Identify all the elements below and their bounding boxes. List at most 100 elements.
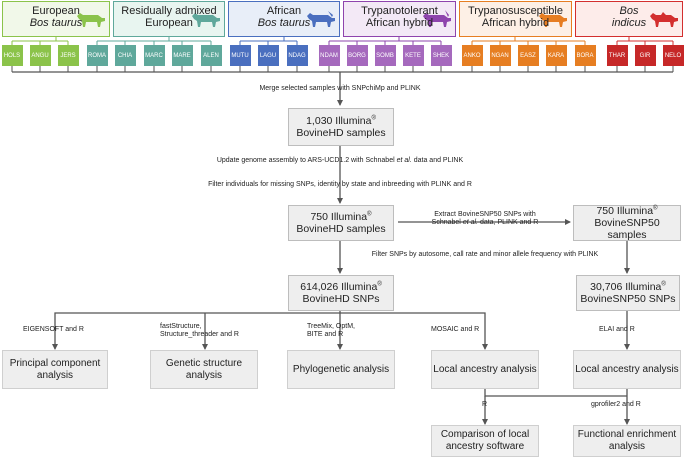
step-filter-individuals: Filter individuals for missing SNPs, ide… [208, 181, 472, 188]
box-line1: Phylogenetic analysis [292, 363, 390, 375]
box-line1: 30,706 Illumina® [590, 281, 666, 293]
box-principal-component-analysis: Principal component analysis [2, 350, 108, 389]
group-label-line2: African hybrid [365, 17, 434, 29]
box-line1-text: 750 Illumina [596, 205, 654, 217]
box-line1: Principal component [9, 357, 101, 369]
box-line2: BovineSNP50 samples [594, 217, 660, 241]
cow-icon [423, 10, 451, 27]
cow-shape [423, 13, 451, 27]
breed-anko: ANKO [461, 45, 483, 66]
step-extract-snp50: Extract BovineSNP50 SNPs with Schnabel e… [410, 211, 560, 227]
breed-angu: ANGU [29, 45, 51, 66]
breed-ngan: NGAN [489, 45, 511, 66]
registered-mark: ® [367, 211, 372, 218]
group-bos-indicus: Bos indicus [575, 1, 683, 37]
cow-shape [77, 13, 105, 27]
step-extract-text-a: Schnabel [431, 219, 463, 226]
registered-mark: ® [377, 281, 382, 288]
box-line1: Local ancestry analysis [575, 363, 679, 375]
box-line1: 750 Illumina® [596, 205, 657, 217]
box-line1: Functional enrichment [577, 429, 677, 440]
tool-elai: ELAI and R [599, 326, 635, 333]
cow-shape [192, 13, 220, 27]
tool-mosaic: MOSAIC and R [431, 326, 480, 333]
step-filter-snps: Filter SNPs by autosome, call rate and m… [371, 251, 599, 258]
box-line1-text: 614,026 Illumina [300, 281, 378, 293]
group-label-line1: Trypanotolerant [361, 5, 438, 17]
breed-easz: EASZ [517, 45, 539, 66]
breed-shek: SHEK [430, 45, 452, 66]
step-update-text-italic: et al. [396, 157, 412, 164]
group-residually-admixed-european: Residually admixed European [113, 1, 225, 37]
box-line2: BovineHD samples [296, 127, 386, 139]
box-local-ancestry-analysis-hd: Local ancestry analysis [431, 350, 539, 389]
box-phylogenetic-analysis: Phylogenetic analysis [287, 350, 395, 389]
breed-thar: THAR [606, 45, 628, 66]
registered-mark: ® [653, 205, 658, 212]
group-label-line1: Trypanosusceptible [468, 5, 563, 17]
breed-chia: CHIA [114, 45, 136, 66]
box-line2: ancestry software [445, 441, 525, 452]
step-update-text-b: data and PLINK [411, 157, 464, 164]
group-label-line2: African hybrid [481, 17, 550, 29]
group-trypanotolerant-african-hybrid: Trypanotolerant African hybrid [343, 1, 456, 37]
box-line2: BovineSNP50 SNPs [580, 293, 676, 305]
group-label-line2: Bos taurus [257, 17, 311, 29]
group-label-line2: indicus [611, 17, 647, 29]
group-trypanosusceptible-african-hybrid: Trypanosusceptible African hybrid [459, 1, 572, 37]
tool-gprofiler: gprofiler2 and R [591, 401, 641, 408]
box-line2: analysis [185, 369, 223, 381]
box-local-ancestry-analysis-snp50: Local ancestry analysis [573, 350, 681, 389]
breed-ndag: NDAG [286, 45, 308, 66]
box-line2: analysis [36, 369, 74, 381]
registered-mark: ® [661, 281, 666, 288]
tool-treemix-line2: BITE and R [307, 331, 344, 338]
box-line1-text: 30,706 Illumina [590, 281, 662, 293]
step-update-text-a: Update genome assembly to ARS-UCD1.2 wit… [216, 157, 397, 164]
tool-faststructure: fastStructure, Structure_threader and R [160, 323, 239, 339]
group-label-line1: Bos [619, 5, 639, 17]
box-line1-text: 750 Illumina [310, 211, 368, 223]
box-line1: 750 Illumina® [310, 211, 371, 223]
group-european-bos-taurus: European Bos taurus [2, 1, 110, 37]
breed-gir: GIR [634, 45, 656, 66]
step-extract-line2: Schnabel et al. data, PLINK and R [410, 219, 560, 227]
step-merge: Merge selected samples with SNPchiMp and… [259, 85, 421, 92]
box-line1: 1,030 Illumina® [306, 115, 376, 127]
box-functional-enrichment-analysis: Functional enrichment analysis [573, 425, 681, 457]
breed-borg: BORG [346, 45, 368, 66]
horn-shape [328, 11, 333, 17]
cow-icon [77, 13, 105, 27]
breed-alen: ALEN [200, 45, 222, 66]
box-30706-bovinesnp50-snps: 30,706 Illumina® BovineSNP50 SNPs [576, 275, 680, 311]
box-line1: Comparison of local [440, 429, 530, 440]
cow-icon [192, 13, 220, 27]
tool-treemix: TreeMix, OptM, BITE and R [307, 323, 355, 339]
breed-bora: BORA [574, 45, 596, 66]
breed-ndam: NDAM [318, 45, 340, 66]
tool-r: R [482, 401, 488, 408]
breed-jers: JERS [57, 45, 79, 66]
breed-kara: KARA [545, 45, 567, 66]
flow-arrows [52, 82, 630, 425]
group-connectors [11, 37, 674, 82]
cow-icon [307, 11, 335, 27]
cow-shape [650, 12, 678, 27]
box-750-bovinesnp50-samples: 750 Illumina® BovineSNP50 samples [573, 205, 681, 241]
box-1030-bovinehd-samples: 1,030 Illumina® BovineHD samples [288, 108, 394, 146]
box-line1-text: 1,030 Illumina [306, 115, 372, 127]
breed-kete: KETE [402, 45, 424, 66]
step-extract-line1: Extract BovineSNP50 SNPs with [434, 211, 536, 218]
box-comparison-local-ancestry-software: Comparison of local ancestry software [431, 425, 539, 457]
group-label-line1: European [32, 5, 80, 17]
cow-shape [539, 13, 567, 27]
tool-faststructure-line1: fastStructure, [160, 323, 202, 330]
group-african-bos-taurus: African Bos taurus [228, 1, 340, 37]
step-update-assembly: Update genome assembly to ARS-UCD1.2 wit… [180, 157, 500, 165]
box-line1: Local ancestry analysis [433, 363, 537, 375]
breed-somb: SOMB [374, 45, 396, 66]
group-label-line2: Bos taurus [29, 17, 83, 29]
registered-mark: ® [371, 115, 376, 122]
cow-shape [307, 13, 335, 27]
box-line2: analysis [608, 441, 646, 452]
